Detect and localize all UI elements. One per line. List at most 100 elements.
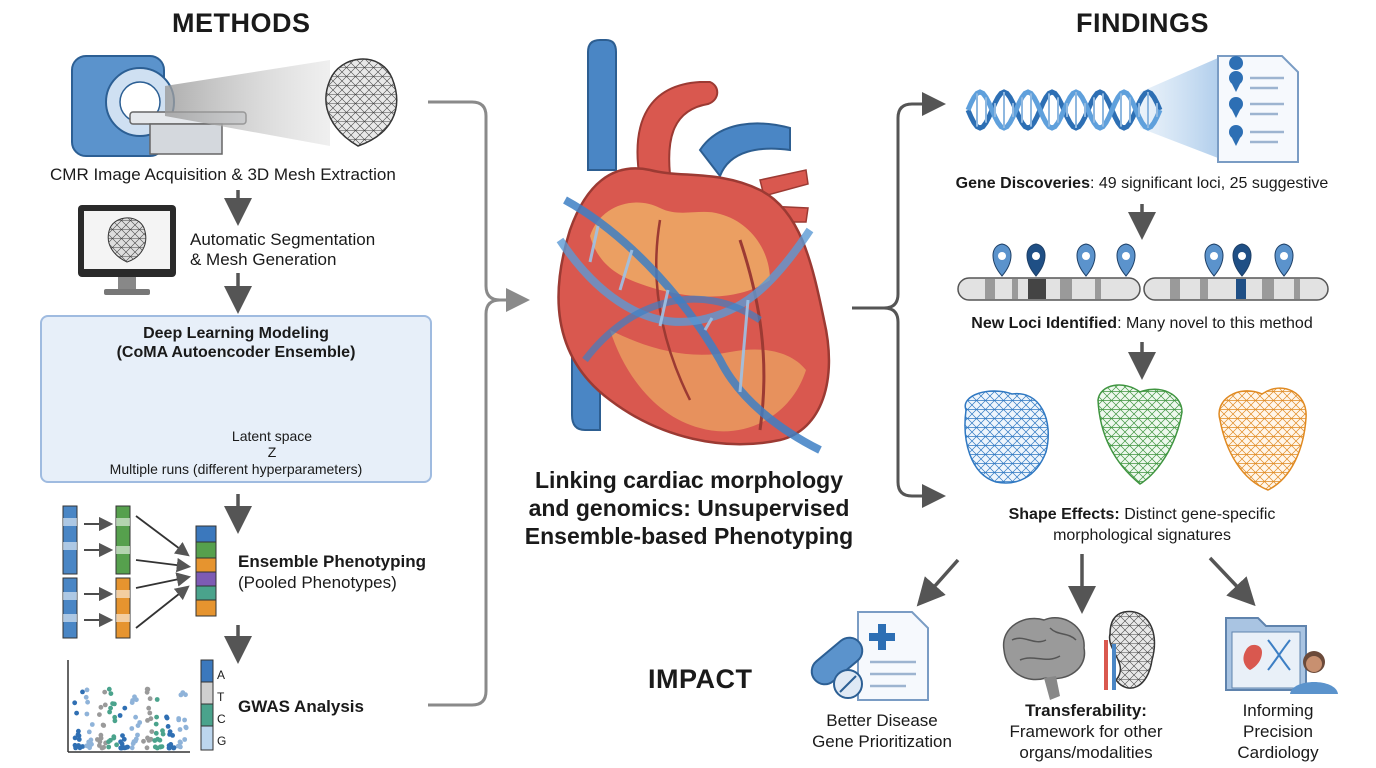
gene-discoveries-bold: Gene Discoveries: [955, 175, 1090, 192]
manhattan-dot: [76, 733, 82, 739]
manhattan-dot: [144, 745, 150, 751]
manhattan-dot: [148, 716, 154, 722]
ensemble-title: Ensemble Phenotyping: [238, 552, 426, 571]
manhattan-dot: [120, 733, 125, 738]
manhattan-dot: [152, 744, 158, 750]
manhattan-dot: [97, 739, 103, 745]
manhattan-dot: [112, 714, 118, 720]
locus-pin-dot: [1122, 252, 1130, 260]
manhattan-dot: [178, 744, 183, 750]
base-labels: A T C G: [217, 664, 226, 752]
manhattan-dot: [83, 694, 89, 700]
manhattan-dot: [114, 742, 119, 748]
manhattan-dot: [180, 690, 186, 695]
center-title-line2: and genomics: Unsupervised: [528, 495, 850, 521]
step-segmentation-line1: Automatic Segmentation: [190, 230, 376, 249]
gene-discoveries-rest: : 49 significant loci, 25 suggestive: [1089, 175, 1329, 192]
center-title-line1: Linking cardiac morphology: [535, 467, 843, 493]
base-g: G: [217, 734, 227, 748]
locus-pin-dot: [1210, 252, 1218, 260]
locus-pin-dot: [1280, 252, 1288, 260]
manhattan-dot: [74, 710, 79, 716]
impact-header: IMPACT: [648, 664, 753, 694]
new-loci-bold: New Loci Identified: [971, 315, 1118, 332]
manhattan-dot: [154, 714, 160, 720]
monitor-icon: [78, 205, 176, 295]
mri-scanner-icon: [71, 55, 330, 157]
manhattan-dot: [80, 689, 85, 695]
manhattan-dot: [133, 714, 139, 720]
manhattan-dot: [106, 744, 112, 750]
manhattan-dot: [107, 709, 112, 715]
impact-item-1-line1: Better Disease: [826, 711, 938, 730]
medicine-document-icon: [810, 611, 929, 701]
manhattan-dot: [134, 697, 139, 703]
manhattan-dot: [121, 745, 126, 750]
gene-discoveries-label: Gene Discoveries: 49 significant loci, 2…: [926, 173, 1358, 194]
latent-space-label: Latent space: [231, 428, 313, 444]
shape-mesh-icons: [964, 384, 1307, 491]
manhattan-dot: [97, 712, 102, 717]
manhattan-dot: [154, 697, 160, 702]
step-cmr-acquisition: CMR Image Acquisition & 3D Mesh Extracti…: [50, 165, 396, 184]
locus-pin-dot: [1032, 252, 1040, 260]
deep-learning-box: Deep Learning Modeling (CoMA Autoencoder…: [40, 315, 432, 483]
manhattan-dot: [171, 745, 177, 751]
impact-item-2: Transferability: Framework for other org…: [994, 700, 1178, 763]
connector-to-findings: [852, 92, 946, 508]
manhattan-dot: [153, 721, 159, 727]
manhattan-dot: [88, 737, 94, 743]
manhattan-dot: [98, 735, 104, 741]
manhattan-plot-icon: [67, 659, 214, 753]
manhattan-dot: [153, 730, 159, 736]
manhattan-dot: [166, 743, 172, 748]
manhattan-dot: [102, 702, 108, 708]
manhattan-dot: [101, 723, 107, 728]
shape-effects-bold: Shape Effects:: [1008, 506, 1120, 523]
manhattan-dot: [87, 745, 92, 751]
manhattan-dot: [76, 737, 82, 742]
findings-header: FINDINGS: [1076, 8, 1210, 38]
latent-z-label: Z: [267, 444, 277, 460]
manhattan-dot: [137, 720, 143, 725]
manhattan-dot: [108, 705, 113, 711]
manhattan-dot: [99, 745, 105, 751]
manhattan-dot: [89, 722, 95, 727]
base-c: C: [217, 712, 226, 726]
brain-kidney-icon: [1002, 610, 1156, 700]
base-a: A: [217, 668, 226, 682]
methods-header: METHODS: [172, 8, 311, 38]
manhattan-dot: [72, 700, 78, 706]
manhattan-dot: [112, 718, 118, 724]
manhattan-dot: [111, 734, 117, 740]
impact-item-3-line3: Cardiology: [1237, 743, 1319, 762]
manhattan-dot: [147, 710, 153, 716]
manhattan-dot: [86, 729, 92, 735]
impact-item-2-line3: organs/modalities: [1019, 743, 1153, 762]
manhattan-dot: [106, 739, 111, 745]
impact-item-1-line2: Gene Prioritization: [812, 732, 952, 751]
manhattan-dot: [165, 724, 171, 729]
manhattan-dot: [182, 717, 188, 723]
impact-item-3-line1: Informing: [1242, 701, 1314, 720]
manhattan-dot: [102, 689, 108, 695]
shape-effects-line2: morphological signatures: [1053, 527, 1231, 544]
manhattan-dot: [182, 737, 188, 742]
manhattan-dot: [121, 736, 127, 742]
impact-flow-arrows: [916, 554, 1256, 614]
manhattan-dot: [73, 745, 78, 751]
ensemble-phenotype-bars: [62, 505, 217, 639]
manhattan-dot: [129, 726, 135, 731]
manhattan-dot: [149, 729, 155, 734]
new-loci-label: New Loci Identified: Many novel to this …: [926, 313, 1358, 334]
manhattan-dot: [84, 687, 90, 693]
shape-effects-label: Shape Effects: Distinct gene-specific mo…: [926, 504, 1358, 546]
manhattan-dot: [141, 738, 146, 744]
patient-folder-icon: [1225, 617, 1338, 694]
manhattan-dot: [122, 705, 128, 711]
manhattan-dot: [155, 736, 161, 742]
manhattan-dot: [112, 701, 117, 707]
manhattan-dot: [144, 686, 150, 692]
center-title-line3: Ensemble-based Phenotyping: [524, 523, 854, 549]
manhattan-dot: [133, 736, 139, 742]
